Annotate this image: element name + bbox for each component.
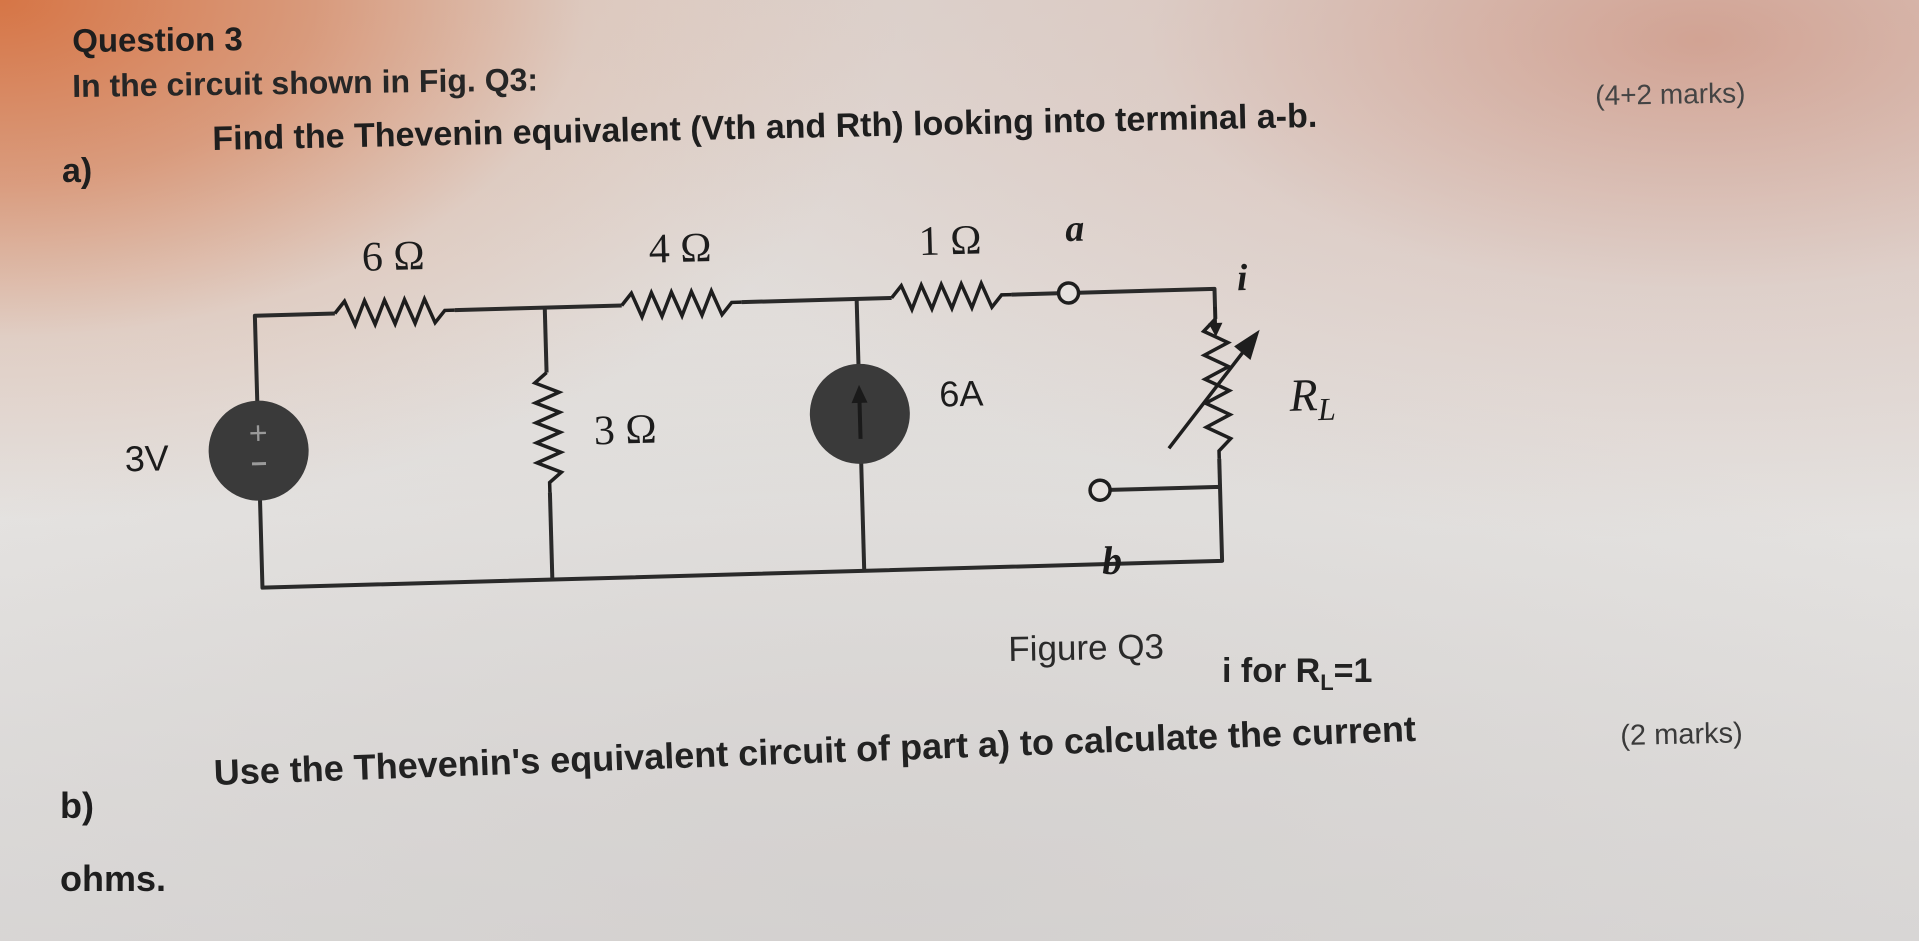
part-b-tail: ohms. [60,858,167,899]
current-direction-arrow-icon [1208,306,1223,337]
figure-caption: Figure Q3 [1008,627,1165,669]
label-1-ohm: 1 Ω [918,217,982,265]
label-3-ohm: 3 Ω [593,407,657,455]
wire-csource-top [854,298,861,374]
resistor-6-ohm [333,294,455,330]
label-load-r: R [1288,369,1319,421]
wire-shunt-bottom [547,492,555,580]
resistor-3-ohm [530,371,566,493]
voltage-source: + [208,400,309,501]
part-b-i-for-r: i for R [1222,652,1321,690]
label-6-ohm: 6 Ω [361,233,425,281]
terminal-b [1088,478,1112,502]
terminal-a [1056,281,1081,305]
resistor-1-ohm [890,278,1012,314]
label-3-volt: 3V [124,437,169,479]
wire-1-to-a [1011,291,1059,297]
resistor-4-ohm [620,286,742,322]
label-terminal-b: b [1101,538,1122,584]
resistor-load [1200,317,1234,459]
variable-arrow-icon [1167,329,1260,450]
label-current-i: i [1236,257,1248,299]
part-a-label: a) [62,152,93,190]
label-6-amp: 6A [939,372,984,414]
label-load-sub: L [1316,391,1336,428]
part-b-r-sub: L [1320,669,1334,695]
label-load-resistor: RL [1288,369,1337,428]
circuit-wires [252,286,1225,590]
wire-csource-bottom [858,453,867,571]
wire-4-to-1 [741,295,892,305]
wire-left-top [252,311,335,426]
current-source [809,363,910,464]
part-b-marks: (2 marks) [1620,717,1744,752]
part-b-r-value: =1 [1333,652,1373,690]
wire-left-bottom [257,475,1225,590]
label-4-ohm: 4 Ω [648,225,712,273]
wire-load-to-b [1217,458,1223,487]
label-terminal-a: a [1065,208,1085,251]
part-b-label: b) [60,785,94,826]
resistors [333,278,1234,493]
wire-shunt [542,307,549,373]
wire-a-to-load [1078,286,1218,319]
part-b-line1-tail: i for RL=1 [1222,652,1372,696]
wire-6-to-4 [454,303,622,313]
voltage-plus-icon: + [248,414,268,451]
current-arrow-icon [857,398,863,439]
